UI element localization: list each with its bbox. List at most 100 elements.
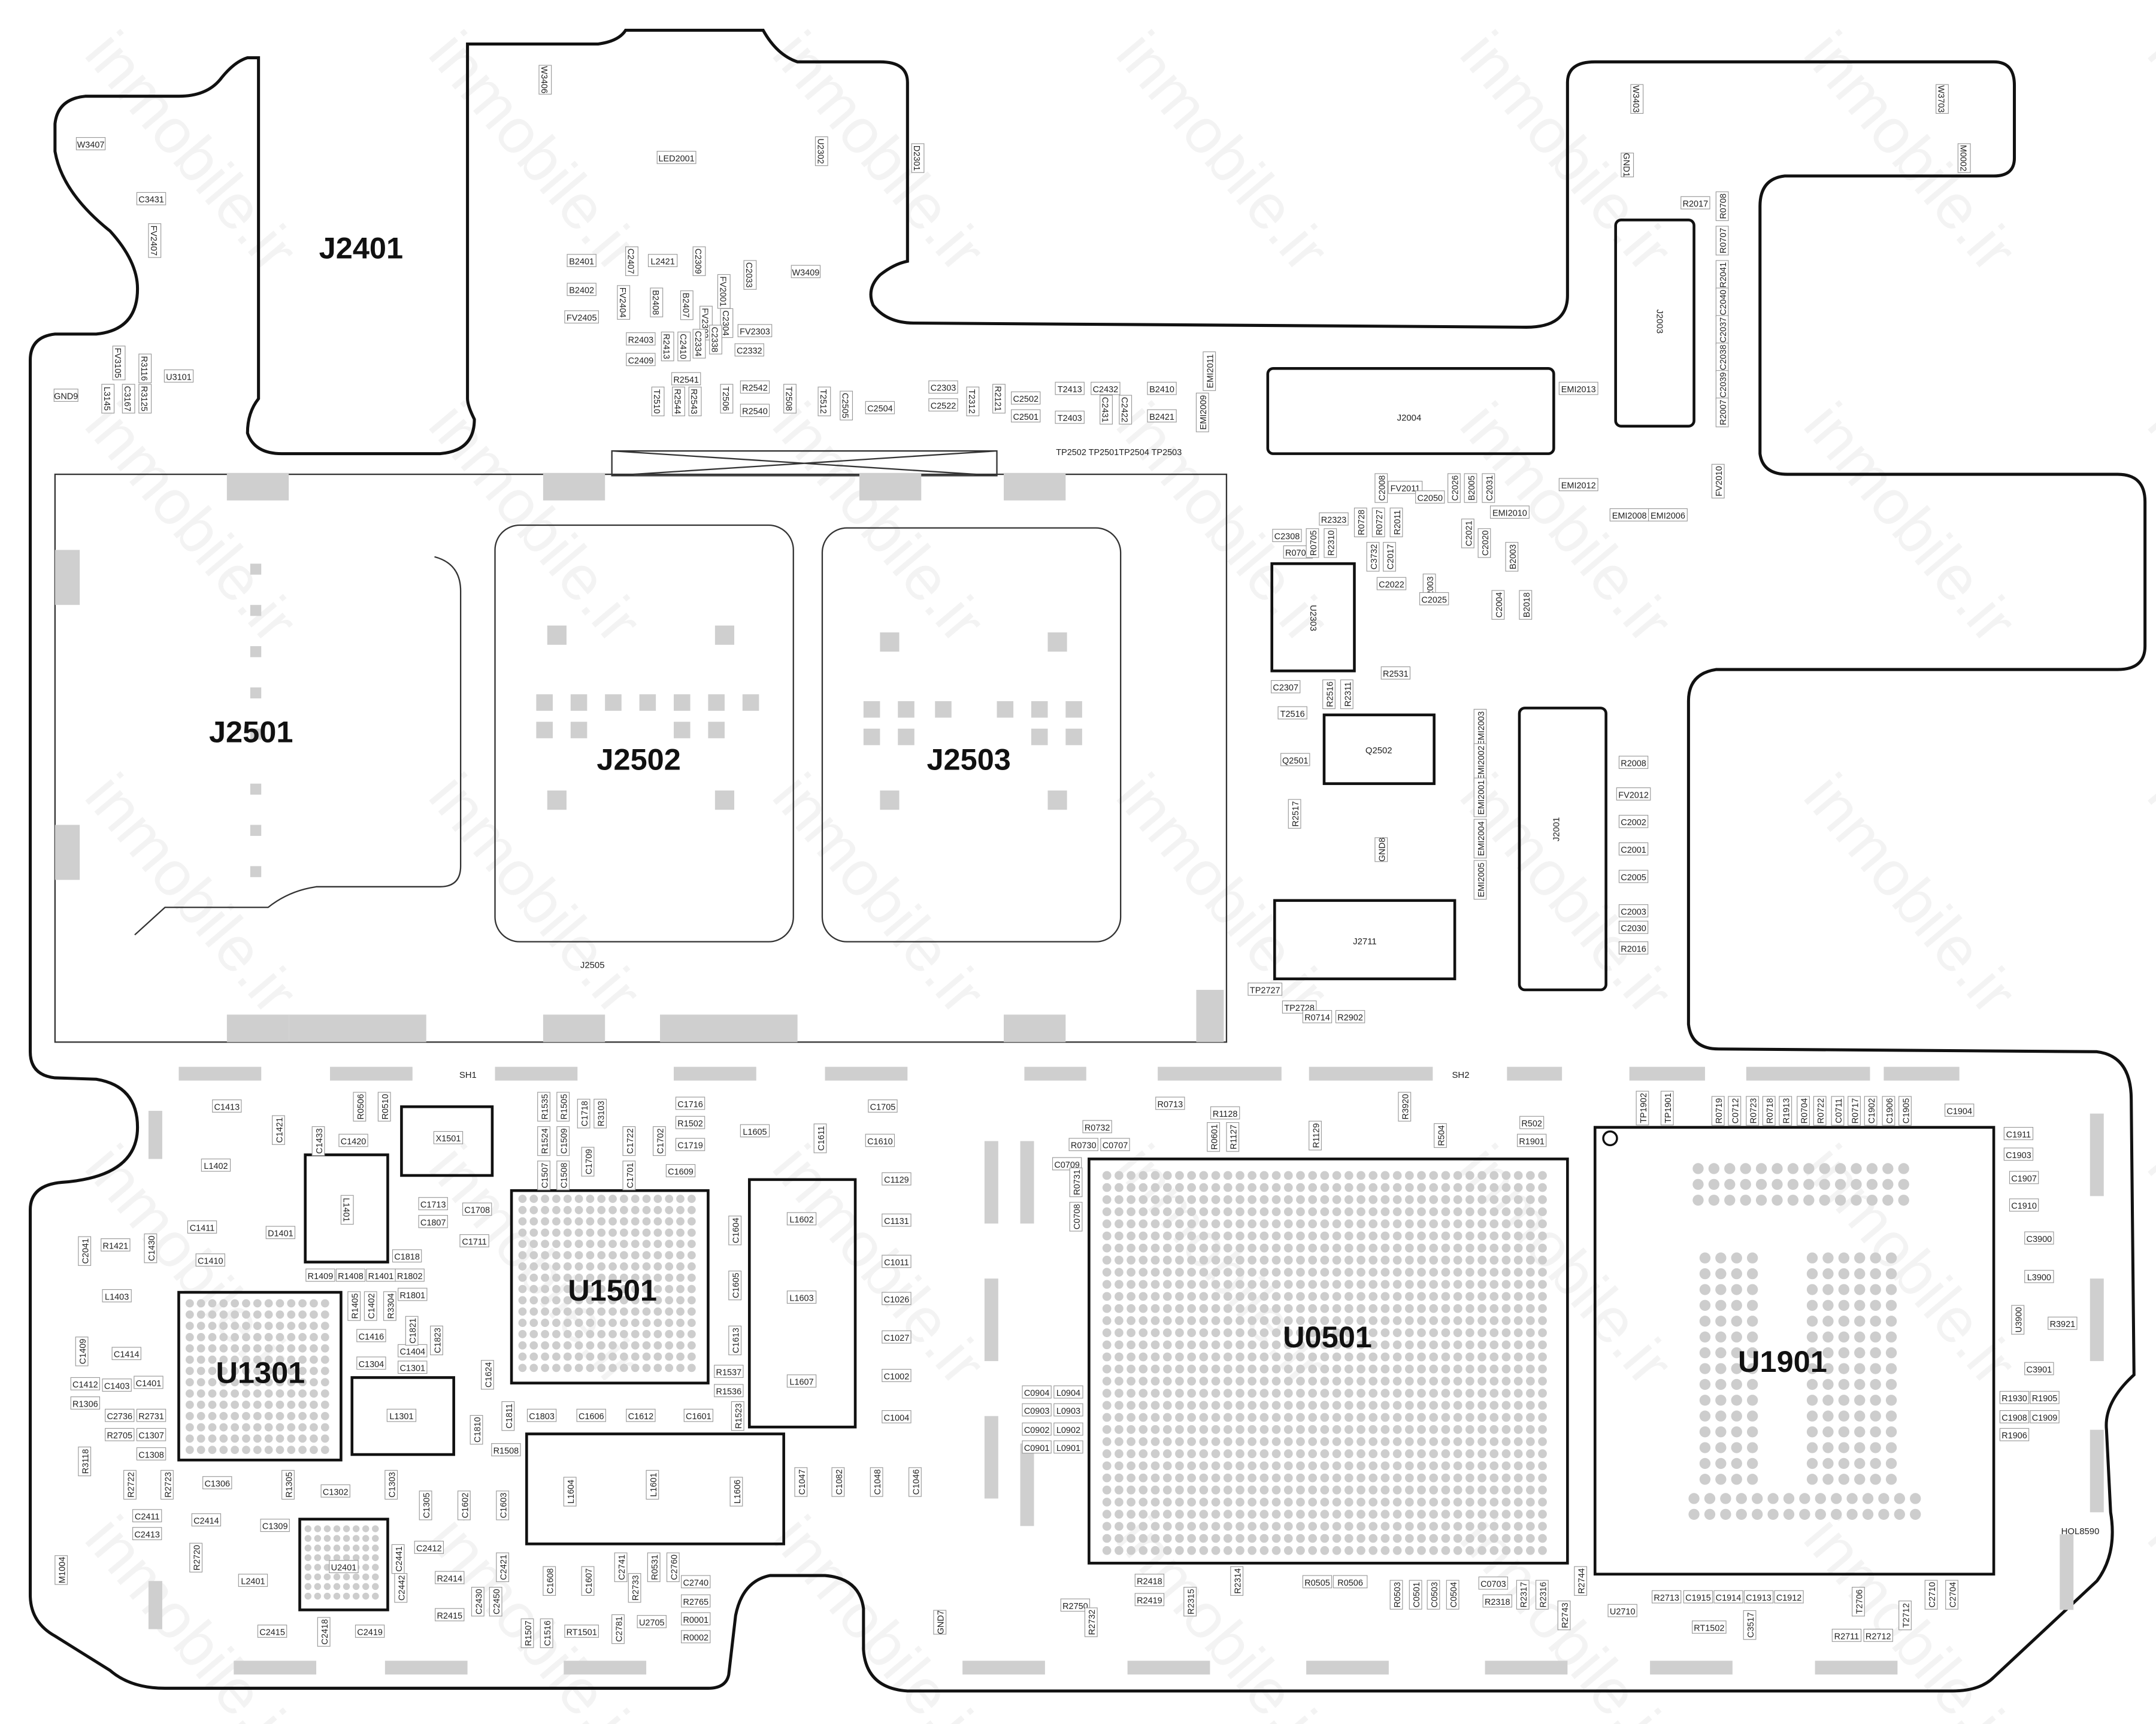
component-ref-label: C2741 (617, 1555, 627, 1580)
bga-ball (1746, 1299, 1758, 1311)
component-footprint (728, 1216, 742, 1246)
bga-ball (1236, 1449, 1244, 1458)
component-footprint (1478, 1576, 1509, 1590)
bga-ball (1803, 1178, 1815, 1190)
bga-ball (1404, 1231, 1414, 1241)
component-l3900: L3900 (2024, 1269, 2054, 1283)
bga-ball (314, 1554, 322, 1561)
component-footprint (101, 384, 115, 414)
bga-ball (1150, 1328, 1160, 1337)
component-footprint (1230, 1566, 1244, 1596)
component-footprint (1636, 1090, 1649, 1126)
bga-ball (1236, 1243, 1244, 1253)
bga-ball (1870, 1410, 1881, 1422)
component-footprint (1340, 679, 1353, 710)
component-fv2404: FV2404 (617, 285, 631, 320)
bga-ball (1115, 1171, 1124, 1180)
bga-ball (1715, 1316, 1727, 1327)
watermark-text: inmobile.ir (72, 1503, 311, 1724)
bga-ball (1368, 1171, 1378, 1180)
component-c2431: C2431 (1100, 395, 1113, 425)
component-ref-label: L3900 (2027, 1273, 2051, 1283)
shield-pad (54, 550, 80, 605)
bga-ball (1175, 1219, 1184, 1229)
component-ref-label: FV2303 (740, 328, 770, 337)
component-ref-label: EMI2001 (1477, 780, 1486, 815)
bga-ball (1477, 1498, 1486, 1507)
bga-ball (1380, 1243, 1390, 1253)
component-footprint (1100, 395, 1113, 425)
component-emi2002: EMI2002 (1473, 743, 1487, 783)
bga-ball (620, 1195, 628, 1203)
bga-ball (264, 1355, 273, 1364)
component-r0601: R0601 (1207, 1122, 1221, 1152)
bga-ball (1211, 1316, 1221, 1325)
bga-ball (1138, 1473, 1148, 1483)
bga-ball (1489, 1485, 1499, 1495)
bga-ball (287, 1411, 296, 1420)
bga-ball (1708, 1163, 1720, 1174)
component-footprint (457, 1490, 471, 1520)
component-ref-label: L1607 (789, 1378, 813, 1387)
bga-ball (1392, 1449, 1402, 1458)
bga-ball (287, 1367, 296, 1375)
bga-ball (185, 1378, 194, 1387)
component-u2302: U2302 (814, 136, 828, 166)
bga-ball (1259, 1437, 1269, 1446)
component-r2310: R2310 (1324, 528, 1337, 558)
bga-ball (1332, 1401, 1342, 1410)
bga-ball (597, 1341, 606, 1350)
bga-ball (1513, 1413, 1523, 1422)
bga-ball (653, 1330, 662, 1338)
bga-ball (275, 1310, 284, 1319)
component-c1410: C1410 (195, 1253, 225, 1267)
bga-ball (1175, 1183, 1184, 1192)
component-footprint (564, 1625, 599, 1638)
bga-ball (1223, 1377, 1233, 1386)
component-r0719: R0719 (1711, 1096, 1725, 1126)
bga-ball (242, 1344, 250, 1353)
bga-ball (1368, 1304, 1378, 1313)
bga-ball (1489, 1183, 1499, 1192)
bga-ball (1538, 1219, 1547, 1229)
component-ref-label: R3116 (139, 356, 149, 381)
component-ref-label: C1608 (546, 1568, 556, 1594)
bga-ball (1404, 1461, 1414, 1471)
bga-ball (1308, 1340, 1318, 1350)
bga-ball (320, 1411, 329, 1420)
bga-ball (1489, 1498, 1499, 1507)
bga-ball (1259, 1328, 1269, 1337)
bga-ball (1247, 1340, 1257, 1350)
bga-ball (1489, 1461, 1499, 1471)
component-r2016: R2016 (1618, 941, 1649, 955)
bga-ball (1885, 1316, 1897, 1327)
bga-ball (1308, 1377, 1318, 1386)
bga-ball (298, 1367, 307, 1375)
bga-ball (1102, 1292, 1112, 1301)
component-ref-label: C1410 (198, 1257, 223, 1267)
component-ref-label: C1002 (884, 1372, 910, 1381)
component-footprint (1505, 542, 1519, 572)
component-c2522: C2522 (928, 398, 958, 412)
bga-ball (529, 1307, 538, 1316)
bga-ball (1866, 1195, 1878, 1206)
bga-ball (1236, 1219, 1244, 1229)
component-footprint (783, 384, 797, 414)
component-emi2006: EMI2006 (1648, 508, 1688, 522)
bga-ball (1465, 1425, 1474, 1434)
bga-ball (1259, 1183, 1269, 1192)
component-r2722: R2722 (123, 1470, 137, 1500)
component-r1536: R1536 (714, 1384, 744, 1398)
bga-ball (372, 1535, 379, 1542)
shield-pad (898, 728, 915, 746)
component-footprint (1957, 143, 1971, 173)
bga-ball (552, 1240, 561, 1249)
bga-ball (1731, 1316, 1742, 1327)
bga-ball (1392, 1534, 1402, 1543)
bga-ball (1344, 1461, 1353, 1471)
component-footprint (1936, 84, 1949, 114)
bga-ball (1247, 1546, 1257, 1555)
shield-pad (384, 1661, 468, 1675)
bga-ball (608, 1330, 617, 1338)
component-ref-label: B2408 (650, 290, 660, 315)
